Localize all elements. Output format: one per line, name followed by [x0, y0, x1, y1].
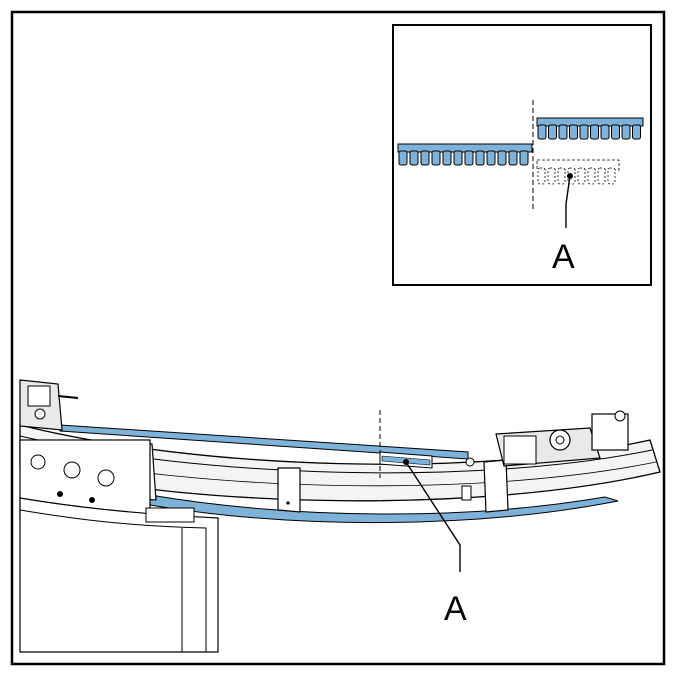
belt-tooth [569, 124, 578, 140]
belt-tooth [537, 167, 546, 185]
door-panel [19, 497, 219, 653]
belt-tooth [632, 124, 641, 140]
belt-tooth [537, 124, 547, 140]
belt-tooth [508, 150, 518, 166]
belt-tooth [600, 124, 610, 140]
belt-tooth [597, 167, 606, 185]
belt-tooth [420, 150, 430, 166]
lower-belt [149, 494, 619, 524]
belt-tooth [590, 124, 599, 140]
belt-tooth [587, 167, 596, 185]
track-clamp-1 [277, 467, 301, 513]
belt-tooth [453, 150, 463, 166]
belt-tooth [557, 167, 566, 185]
belt-tooth [547, 167, 556, 185]
belt-tooth [558, 124, 568, 140]
main-leader-line [405, 461, 461, 572]
belt-tooth [621, 124, 631, 140]
belt-tooth [475, 150, 485, 166]
belt-tooth [398, 150, 408, 166]
detail-dashed-piece [536, 159, 620, 185]
belt-tooth [519, 150, 529, 166]
belt-tooth [431, 150, 441, 166]
main-assembly: A [19, 379, 661, 653]
belt-tooth [579, 124, 589, 140]
right-drive-unit [465, 410, 629, 467]
belt-tooth [611, 124, 620, 140]
detail-leader-line [565, 175, 571, 228]
belt-tooth [409, 150, 419, 166]
belt-tooth [607, 167, 616, 185]
belt-right-back [536, 117, 644, 127]
belt-tooth [497, 150, 507, 166]
belt-tooth [486, 150, 496, 166]
belt-left-teeth [398, 150, 529, 166]
detail-belt-left [397, 143, 533, 166]
detail-callout-label: A [552, 238, 575, 276]
detail-inset: A [392, 24, 652, 286]
belt-tooth [442, 150, 452, 166]
belt-tooth [464, 150, 474, 166]
belt-right-teeth [537, 124, 641, 140]
main-callout-label: A [444, 590, 467, 628]
track-clamp-2 [461, 459, 509, 513]
belt-tooth [577, 167, 586, 185]
belt-tooth [548, 124, 557, 140]
detail-belt-right [536, 117, 644, 140]
